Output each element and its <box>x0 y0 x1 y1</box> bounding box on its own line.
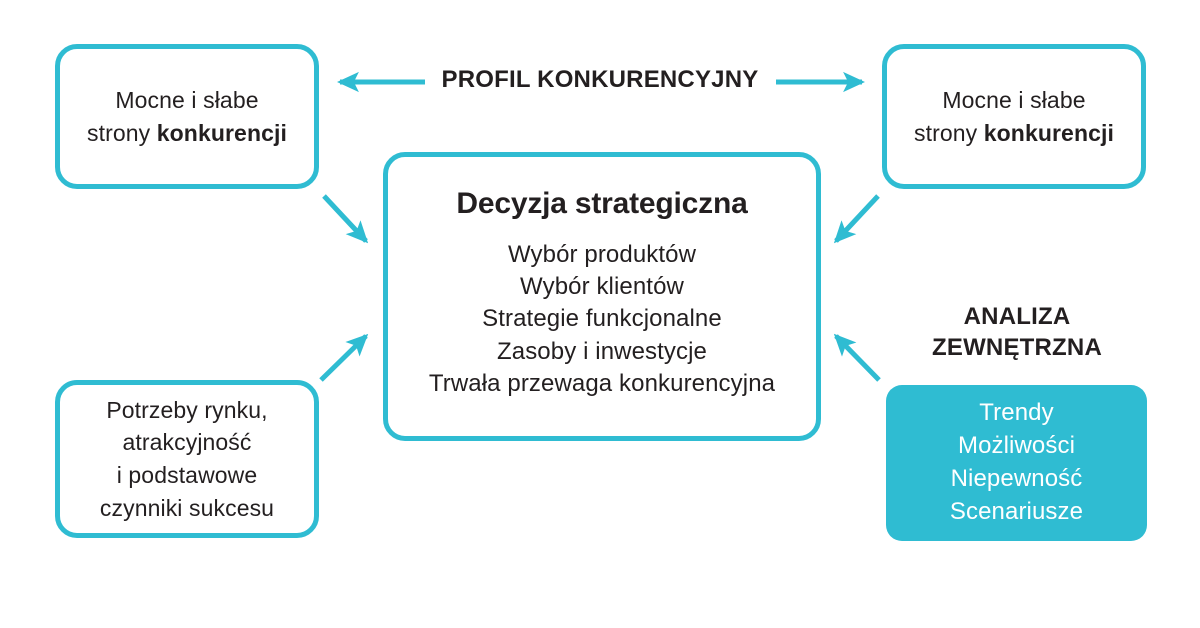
box-top-left-line-2: strony konkurencji <box>87 117 287 150</box>
center-box-title: Decyzja strategiczna <box>456 186 748 220</box>
box-top-right-line-2: strony konkurencji <box>914 117 1114 150</box>
box-top-right-line-1: Mocne i słabe <box>942 86 1086 113</box>
arrow-top-right-to-center <box>833 194 880 244</box>
box-top-left-line-1: Mocne i słabe <box>115 86 259 113</box>
external-list-item-3: Niepewność <box>950 465 1083 492</box>
external-list-item-4: Scenariusze <box>949 497 1084 525</box>
arrow-external-to-center <box>833 333 881 382</box>
arrow-bottom-left-to-center <box>319 333 369 382</box>
center-list-item-3: Strategie funkcjonalne <box>482 305 722 333</box>
box-external-analysis[interactable]: Trendy Możliwości Niepewność Scenariusze <box>886 385 1147 541</box>
box-top-left-line-2-strong: konkurencji <box>156 119 287 146</box>
heading-analiza-zewnetrzna: ANALIZA ZEWNĘTRZNA <box>896 302 1138 363</box>
box-top-right-line-2-normal: strony <box>914 119 984 146</box>
arrow-top-left-to-center <box>322 194 369 244</box>
heading-external-line-2: ZEWNĘTRZNA <box>932 333 1102 361</box>
heading-profil-konkurencyjny: PROFIL KONKURENCYJNY <box>441 66 759 93</box>
box-strategic-decision[interactable]: Decyzja strategiczna Wybór produktów Wyb… <box>383 152 821 441</box>
box-competitor-strengths-right[interactable]: Mocne i słabe strony konkurencji <box>882 44 1146 189</box>
center-list-item-2: Wybór klientów <box>520 272 684 300</box>
box-competitor-strengths-left[interactable]: Mocne i słabe strony konkurencji <box>55 44 319 189</box>
box-top-right-line-2-strong: konkurencji <box>983 119 1114 146</box>
external-list-item-2: Możliwości <box>957 432 1075 460</box>
box-bottom-left-line-1: Potrzeby rynku, <box>106 396 268 423</box>
box-bottom-left-line-2: atrakcyjność <box>122 429 252 456</box>
box-top-left-line-2-normal: strony <box>87 119 157 146</box>
center-list-item-5: Trwała przewaga konkurencyjna <box>428 370 776 398</box>
external-list-item-1: Trendy <box>979 399 1054 427</box>
box-bottom-left-line-3: i podstawowe <box>116 462 258 488</box>
box-bottom-left-line-4: czynniki sukcesu <box>99 494 275 521</box>
center-list-item-4: Zasoby i inwestycje <box>497 337 707 365</box>
box-market-needs[interactable]: Potrzeby rynku, atrakcyjność i podstawow… <box>55 380 319 538</box>
heading-external-line-1: ANALIZA <box>963 303 1071 330</box>
center-box-list: Wybór produktów Wybór klientów Strategie… <box>429 239 775 401</box>
center-list-item-1: Wybór produktów <box>507 240 697 268</box>
